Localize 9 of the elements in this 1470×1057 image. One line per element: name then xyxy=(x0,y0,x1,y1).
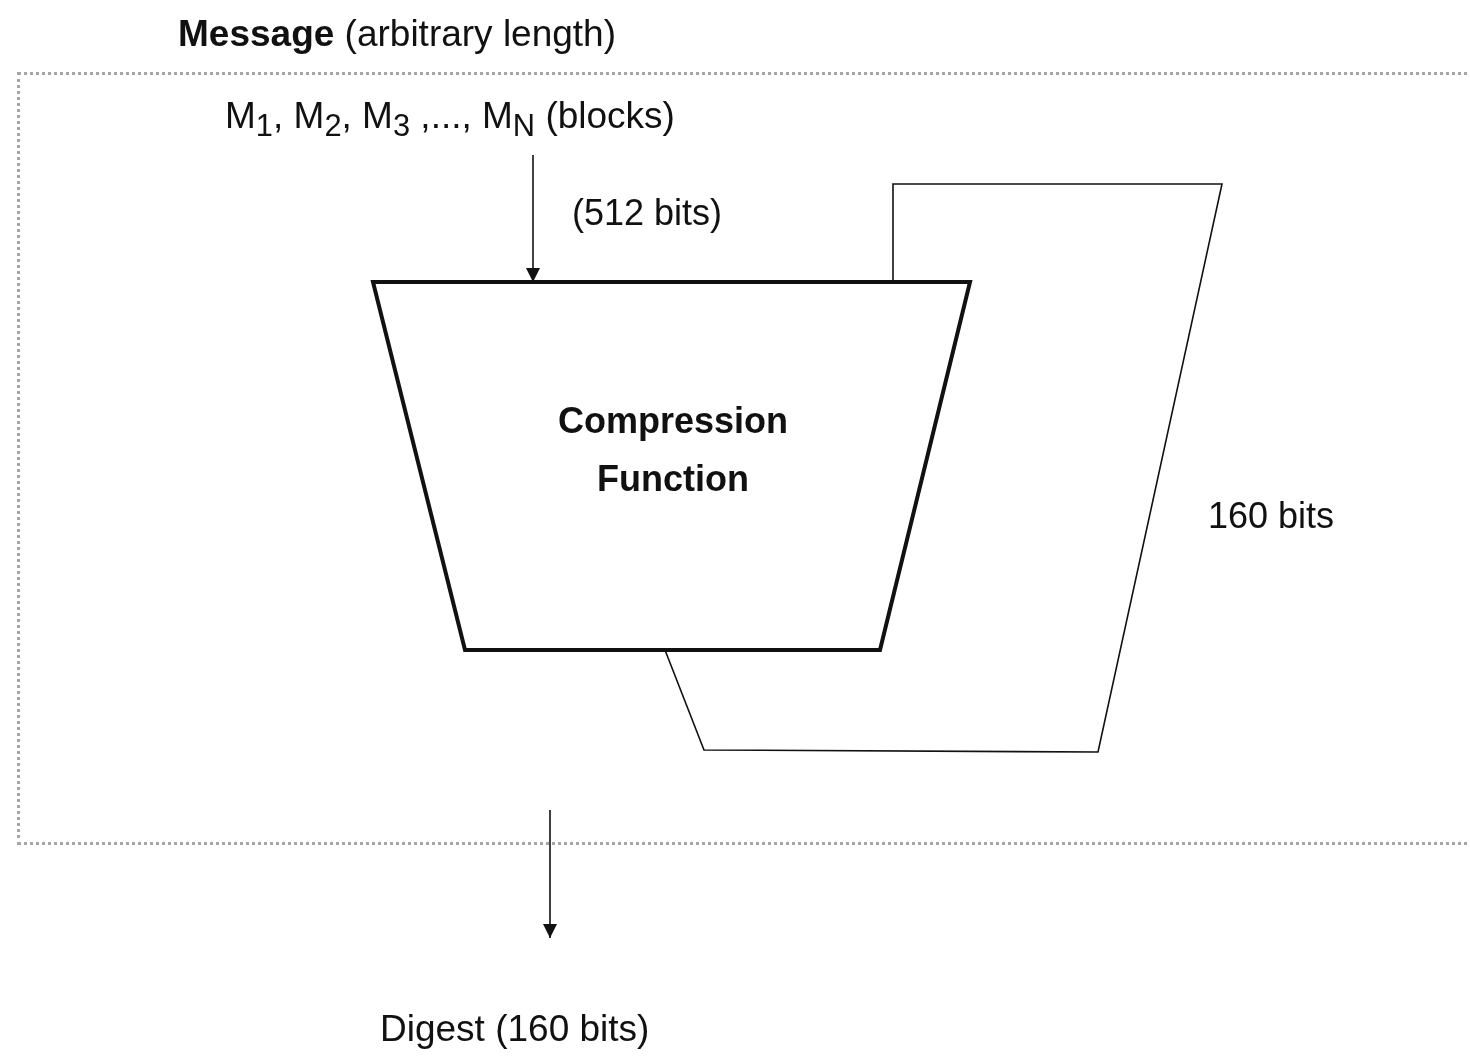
function-label: Compression Function xyxy=(556,399,789,501)
feedback-loop-line xyxy=(664,183,1223,753)
arrow xyxy=(543,809,557,939)
edge-label: 160 bits xyxy=(1208,495,1335,537)
edge-label: (512 bits) xyxy=(572,192,723,234)
output-label: Digest (160 bits) xyxy=(380,1008,650,1051)
message-heading: Message (arbitrary length) xyxy=(178,13,617,56)
arrow xyxy=(526,154,540,283)
message-blocks-label: M$_{1}$, M$_{2}$, M$_{3}$ ,..., M$_{N}$ (blocks) xyxy=(225,95,675,144)
